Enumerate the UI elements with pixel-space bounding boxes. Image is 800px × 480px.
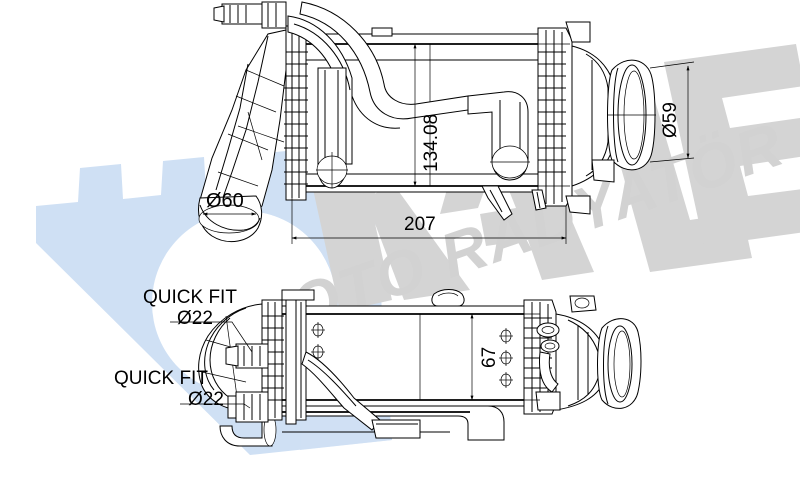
- front-view-drawing: [198, 289, 642, 447]
- dim-label-dia59: Ø59: [660, 102, 681, 138]
- top-view-dimension-lines: [202, 43, 695, 244]
- dim-label-dia60: Ø60: [206, 190, 244, 212]
- dim-label-width207: 207: [404, 214, 436, 235]
- dim-label-quickfit1-title: QUICK FIT: [143, 287, 237, 308]
- dim-label-quickfit2-title: QUICK FIT: [114, 368, 208, 389]
- dim-label-height67: 67: [479, 346, 500, 368]
- dim-label-height134: 134.08: [421, 113, 442, 172]
- alignment-marks: [311, 322, 513, 388]
- dim-label-quickfit1-dia: Ø22: [177, 308, 213, 329]
- front-view-dimension-lines: [170, 313, 540, 409]
- dim-label-quickfit2-dia: Ø22: [188, 389, 224, 410]
- top-view-drawing: [198, 1, 656, 243]
